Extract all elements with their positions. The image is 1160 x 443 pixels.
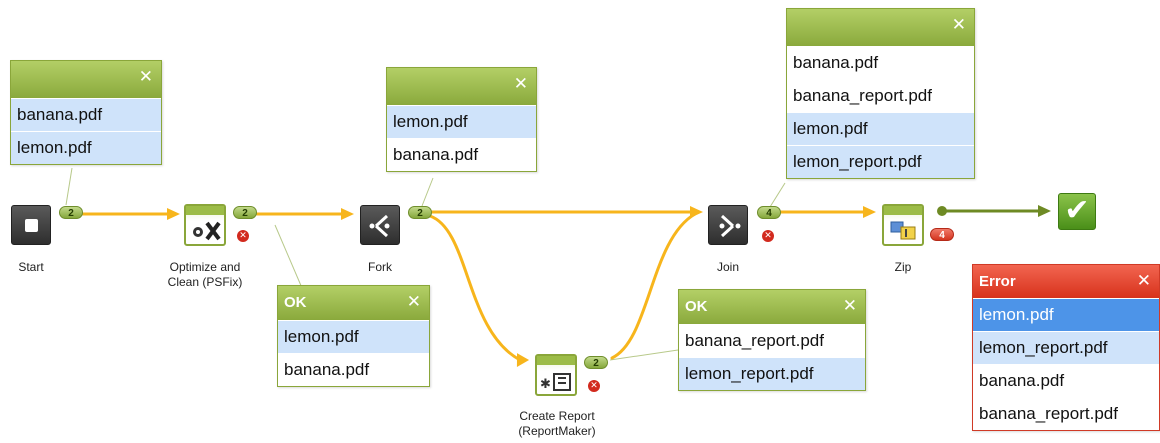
list-item[interactable]: banana_report.pdf xyxy=(973,397,1159,430)
list-item[interactable]: lemon_report.pdf xyxy=(679,357,865,390)
list-item[interactable]: banana.pdf xyxy=(787,46,974,79)
join-node[interactable] xyxy=(708,205,748,245)
report-node[interactable]: ✱ xyxy=(535,354,577,396)
optimize-ok-panel: OK✕ lemon.pdf banana.pdf xyxy=(277,285,430,387)
arrowheads xyxy=(167,205,1051,367)
list-item[interactable]: lemon.pdf xyxy=(11,131,161,164)
list-item[interactable]: lemon.pdf xyxy=(278,320,429,353)
join-node-label: Join xyxy=(716,260,739,274)
svg-text:✱: ✱ xyxy=(540,377,551,392)
optimize-node-label: Optimize and Clean (PSFix) xyxy=(167,260,243,289)
ok-node[interactable]: ✔ xyxy=(1058,193,1096,230)
list-item[interactable]: banana.pdf xyxy=(387,138,536,171)
report-count-badge[interactable]: 2 xyxy=(584,356,608,369)
start-node-label: Start xyxy=(18,260,44,274)
report-ok-panel: OK✕ banana_report.pdf lemon_report.pdf xyxy=(678,289,866,391)
start-node[interactable] xyxy=(11,205,51,245)
report-node-label: Create Report (ReportMaker) xyxy=(518,409,596,438)
list-item[interactable]: lemon.pdf xyxy=(973,298,1159,331)
list-item[interactable]: lemon.pdf xyxy=(387,105,536,138)
record-icon xyxy=(25,219,38,232)
join-icon xyxy=(719,214,741,238)
leader-lines xyxy=(65,167,786,361)
list-item[interactable]: banana.pdf xyxy=(973,364,1159,397)
close-icon[interactable]: ✕ xyxy=(1136,271,1151,291)
list-item[interactable]: lemon_report.pdf xyxy=(973,331,1159,364)
close-icon[interactable]: ✕ xyxy=(951,15,966,35)
report-icon: ✱ xyxy=(540,373,571,392)
fork-icon xyxy=(369,214,390,238)
list-item[interactable]: banana.pdf xyxy=(278,353,429,386)
list-item[interactable]: lemon.pdf xyxy=(787,112,974,145)
zip-node[interactable] xyxy=(882,204,924,246)
close-icon[interactable]: ✕ xyxy=(513,74,528,94)
report-error-icon[interactable]: ✕ xyxy=(588,380,600,392)
fork-node-label: Fork xyxy=(368,260,392,274)
list-item[interactable]: banana.pdf xyxy=(11,98,161,131)
zip-error-badge[interactable]: 4 xyxy=(930,228,954,241)
connection-fork-report xyxy=(428,214,522,362)
fork-count-badge[interactable]: 2 xyxy=(408,206,432,219)
optimize-error-icon[interactable]: ✕ xyxy=(237,230,249,242)
zip-node-label: Zip xyxy=(894,260,912,274)
join-error-icon[interactable]: ✕ xyxy=(762,230,774,242)
join-count-badge[interactable]: 4 xyxy=(757,206,781,219)
start-count-badge[interactable]: 2 xyxy=(59,206,83,219)
list-item[interactable]: lemon_report.pdf xyxy=(787,145,974,178)
join-files-panel: ✕ banana.pdf banana_report.pdf lemon.pdf… xyxy=(786,8,975,179)
checkmark-icon: ✔ xyxy=(1064,193,1090,228)
fork-node[interactable] xyxy=(360,205,400,245)
zip-error-panel: Error✕ lemon.pdf lemon_report.pdf banana… xyxy=(972,264,1160,431)
tools-icon xyxy=(193,221,221,241)
list-item[interactable]: banana_report.pdf xyxy=(679,324,865,357)
start-files-panel: ✕ banana.pdf lemon.pdf xyxy=(10,60,162,165)
optimize-count-badge[interactable]: 2 xyxy=(233,206,257,219)
list-item[interactable]: banana_report.pdf xyxy=(787,79,974,112)
optimize-node[interactable] xyxy=(184,204,226,246)
zip-icon xyxy=(890,221,916,240)
close-icon[interactable]: ✕ xyxy=(138,67,153,87)
fork-files-panel: ✕ lemon.pdf banana.pdf xyxy=(386,67,537,172)
close-icon[interactable]: ✕ xyxy=(406,292,421,312)
connection-report-join xyxy=(610,212,697,360)
close-icon[interactable]: ✕ xyxy=(842,296,857,316)
